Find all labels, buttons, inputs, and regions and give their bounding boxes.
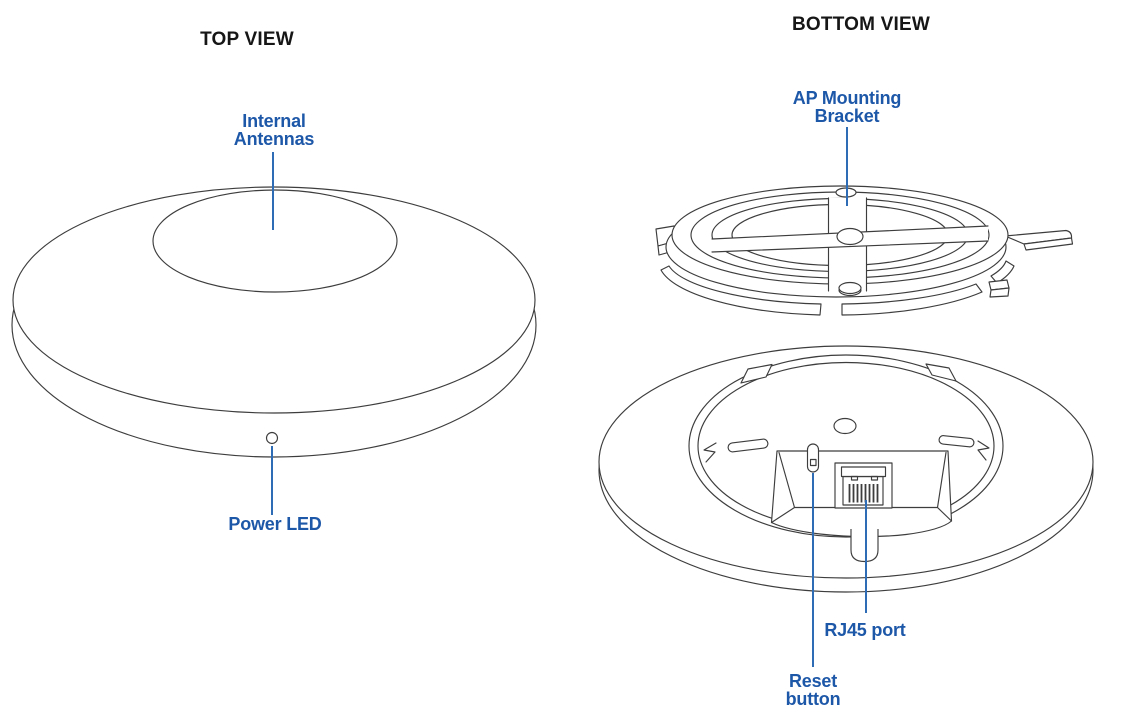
top-view-device [11, 186, 537, 458]
rj45-notch-left [850, 475, 859, 481]
bracket-center-hole [836, 227, 864, 246]
reset-button-label-line1: Reset [788, 671, 838, 691]
bracket-lower-strip-left [660, 265, 822, 316]
reset-button-label: Reset button [786, 672, 841, 708]
ap-mounting-bracket-label-line1: AP Mounting [792, 88, 902, 108]
reset-button-label-line2: button [785, 689, 841, 709]
bracket-screw-hole-bottom [838, 281, 862, 295]
notch-left [703, 442, 717, 463]
center-hole [833, 417, 857, 435]
clip-lug-right [925, 363, 957, 382]
reset-hole [809, 458, 817, 467]
ap-mounting-bracket-label-line2: Bracket [814, 106, 880, 126]
bottom-view-title: BOTTOM VIEW [791, 14, 931, 35]
cable-channel-tab [850, 529, 879, 563]
internal-antennas-label: Internal Antennas [233, 111, 315, 149]
reset-button-drawing [806, 443, 820, 473]
rj45-port-label: RJ45 port [824, 620, 906, 640]
internal-antennas-label-line1: Internal [242, 111, 306, 131]
bracket-tab-right-edge [1023, 237, 1074, 251]
vent-slot-left [727, 438, 769, 453]
ap-mounting-bracket-drawing [655, 185, 1074, 316]
clip-lug-left [740, 363, 773, 384]
rj45-jack [834, 462, 893, 509]
bracket-lock-tab-right-edge [989, 287, 1010, 298]
bracket-screw-hole-bottom-rim [838, 289, 862, 297]
power-led-label: Power LED [228, 514, 322, 534]
ap-mounting-bracket-label: AP Mounting Bracket [792, 88, 902, 126]
reset-pill [806, 443, 820, 473]
rj45-notch-right [870, 475, 879, 481]
rj45-pins [848, 484, 879, 503]
bracket-lower-strip-right [990, 260, 1015, 284]
bracket-lower-strip-bottom [841, 283, 983, 316]
vent-slot-right [938, 435, 975, 448]
leader-lines [271, 127, 867, 667]
notch-right [977, 440, 990, 461]
rj45-flange [840, 466, 887, 478]
bottom-view-device [598, 345, 1094, 593]
internal-antennas-label-line2: Antennas [233, 129, 315, 149]
antenna-dome [152, 189, 398, 293]
power-led-dot [265, 431, 279, 445]
top-view-title: TOP VIEW [200, 29, 294, 50]
